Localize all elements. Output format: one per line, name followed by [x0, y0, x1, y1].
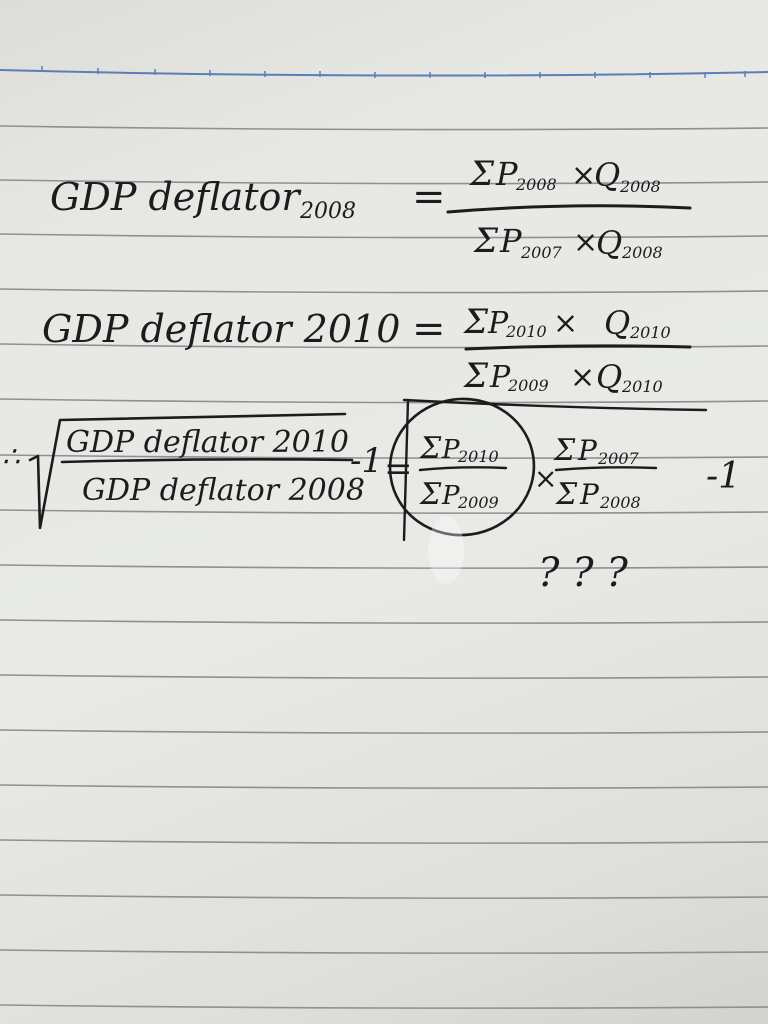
eq2-den-q: Q [596, 358, 622, 396]
eq2-num-sigma: Σ [462, 302, 489, 342]
top-margin-line [0, 69, 768, 77]
root-numerator: GDP deflator 2010 [66, 425, 349, 460]
frac1-num-subscript: 2010 [457, 447, 499, 466]
eq1-equals: = [412, 174, 446, 220]
eq2-num-q-subscript: 2010 [629, 323, 671, 342]
frac2-num-subscript: 2007 [597, 449, 640, 468]
frac1-den-sigma: Σ [419, 477, 442, 512]
minus-one-right: -1 [706, 456, 741, 497]
eq1-den-q: Q [596, 224, 622, 262]
eq2-num-times: × [553, 306, 578, 341]
square-root-sign [28, 412, 347, 530]
eq2-num-p-subscript: 2010 [505, 322, 547, 341]
margin-ticks [41, 66, 746, 78]
frac1-den-subscript: 2009 [457, 493, 499, 512]
eq2-equals: = [412, 306, 446, 352]
root-denominator: GDP deflator 2008 [82, 473, 365, 508]
eq2-fraction-bar [464, 344, 692, 351]
eq1-num-q: Q [594, 156, 620, 194]
eq1-num-p-subscript: 2008 [515, 175, 557, 194]
frac1-bar [418, 466, 508, 472]
minus-one-left: -1 [350, 441, 383, 481]
frac1-num-p: P [441, 435, 460, 465]
frac2-den-p: P [579, 478, 600, 511]
eq1-den-q-subscript: 2008 [621, 243, 663, 262]
equation-3: ∴ GDP deflator 2010 GDP deflator 2008 -1… [2, 397, 741, 542]
eq2-num-p: P [487, 306, 509, 341]
eq1-den-times: × [573, 225, 598, 260]
frac1-num-sigma: Σ [419, 431, 442, 466]
eraser-smudge [428, 516, 464, 584]
frac2-den-sigma: Σ [555, 477, 578, 512]
eq3-equals: = [384, 449, 413, 489]
frac2-num-p: P [577, 434, 598, 467]
eq2-den-times: × [570, 360, 595, 395]
root-fraction-bar [60, 458, 354, 464]
eq1-lhs-subscript: 2008 [299, 199, 356, 224]
eq1-lhs-main: GDP deflator [50, 175, 302, 219]
eq1-num-sigma: Σ [468, 154, 495, 194]
eq1-den-p: P [499, 222, 522, 260]
question-marks: ? ? ? [538, 550, 628, 596]
eq1-den-sigma: Σ [472, 221, 499, 261]
eq2-den-p: P [489, 360, 511, 395]
eq2-den-sigma: Σ [462, 356, 489, 396]
eq1-den-p-subscript: 2007 [520, 243, 563, 262]
eq2-num-q: Q [604, 304, 630, 342]
equation-2: GDP deflator 2010 = Σ P 2010 × Q 2010 Σ … [42, 302, 692, 396]
frac2-den-subscript: 2008 [599, 493, 641, 512]
equation-1: GDP deflator 2008 = Σ P 2008 × Q 2008 Σ … [50, 154, 692, 262]
frac1-den-p: P [441, 481, 460, 511]
eq1-num-times: × [571, 158, 596, 193]
therefore-symbol: ∴ [2, 440, 20, 473]
frac2-num-sigma: Σ [553, 433, 576, 468]
eq2-den-p-subscript: 2009 [507, 376, 549, 395]
eq2-lhs: GDP deflator 2010 [42, 307, 400, 351]
eq1-num-p: P [495, 155, 518, 193]
eq1-num-q-subscript: 2008 [619, 177, 661, 196]
frac2-bar [554, 466, 658, 472]
eq1-fraction-bar [446, 204, 692, 214]
eq2-den-q-subscript: 2010 [621, 377, 663, 396]
eq3-times: × [534, 462, 557, 495]
rule-lines [0, 125, 768, 1009]
circled-fraction-ring [388, 397, 536, 537]
